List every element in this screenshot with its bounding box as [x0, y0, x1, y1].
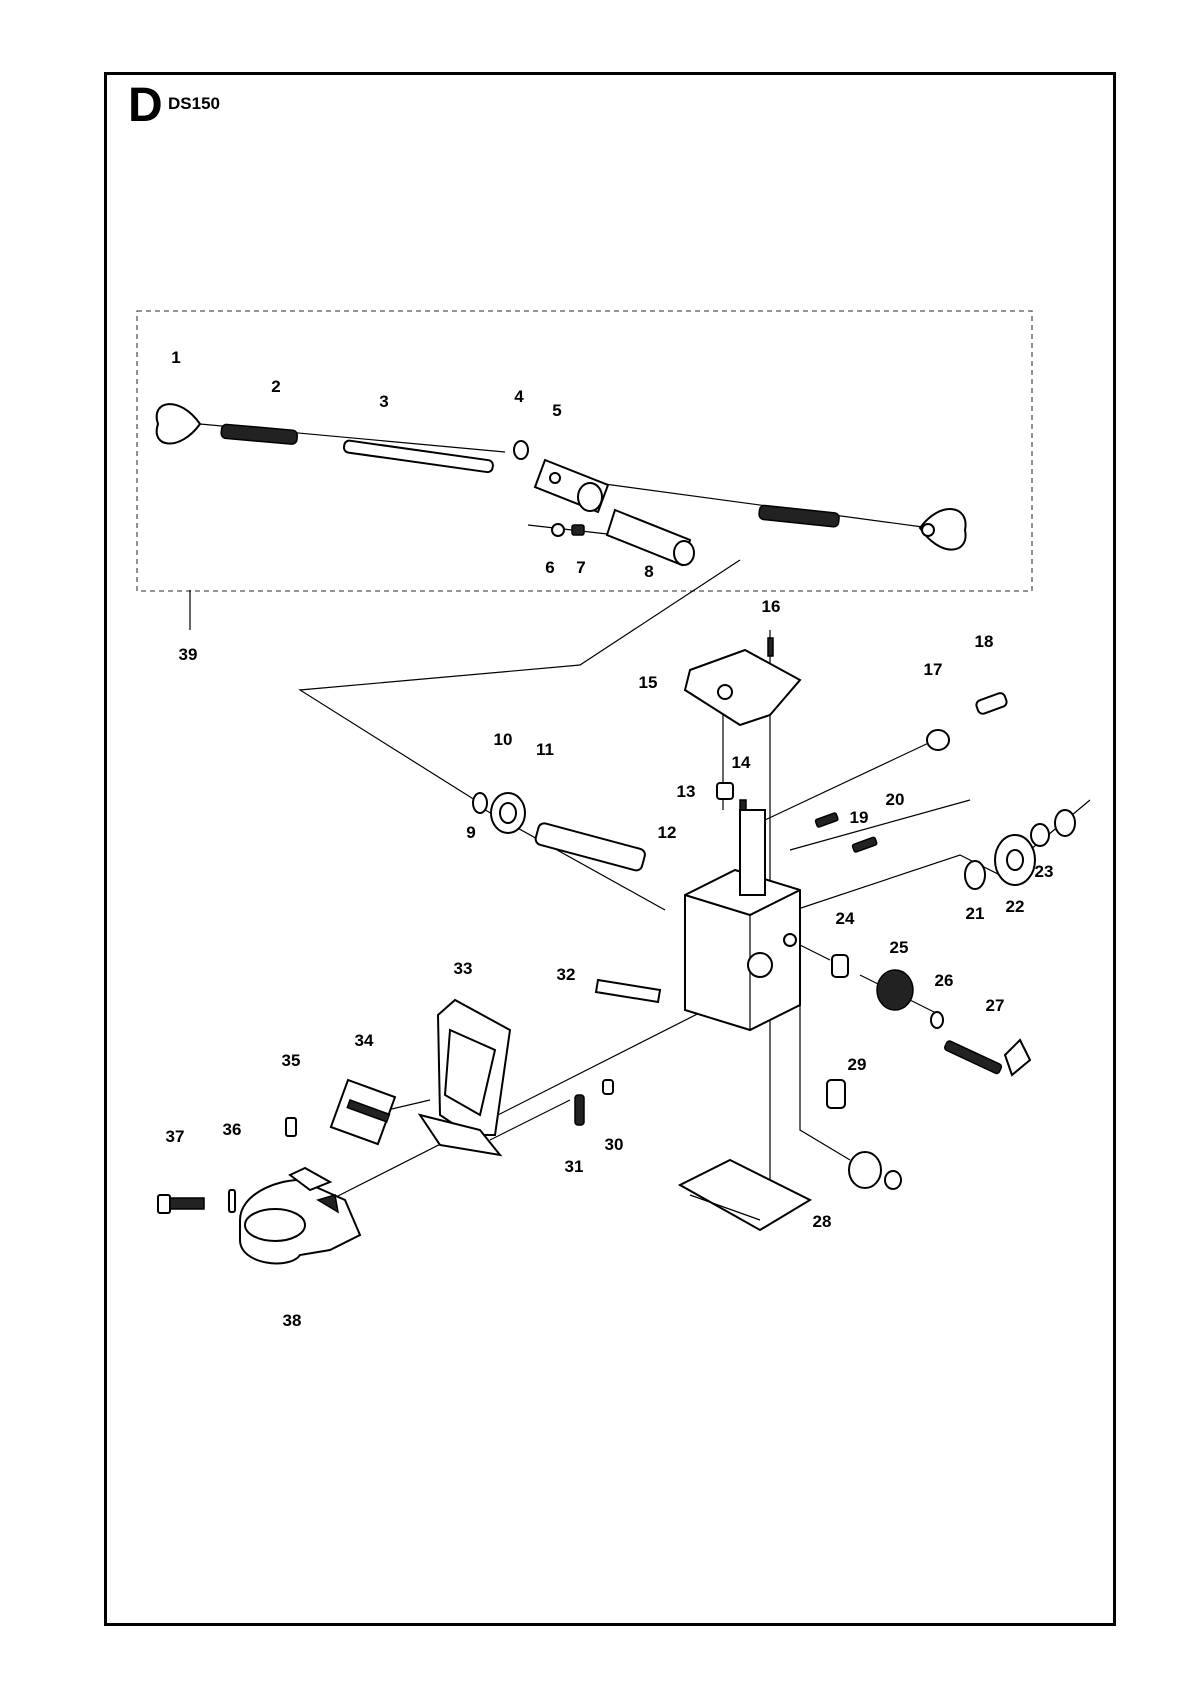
callout-34: 34 — [355, 1031, 374, 1050]
model-name: DS150 — [168, 94, 220, 113]
part-23-bearing — [1054, 809, 1076, 837]
callout-33: 33 — [454, 959, 473, 978]
part-28-base-plate — [677, 1158, 813, 1232]
part-bearing-lower — [848, 1151, 902, 1190]
callout-1: 1 — [171, 348, 180, 367]
part-10-bearing — [490, 792, 526, 834]
part-36-ring — [228, 1189, 236, 1213]
part-6-nut — [551, 523, 565, 537]
part-21-bearing — [964, 860, 986, 890]
callout-39: 39 — [179, 645, 198, 664]
part-29-pin — [826, 1079, 846, 1109]
part-11-shaft — [534, 822, 646, 872]
callout-10: 10 — [494, 730, 513, 749]
callout-24: 24 — [836, 909, 855, 928]
part-27-wing-screw — [944, 1038, 1032, 1077]
callout-labels: 1 2 3 4 5 6 7 8 9 10 11 12 13 14 15 16 1… — [166, 348, 1054, 1330]
part-7-set-screw — [571, 524, 585, 536]
part-13-bushing — [716, 782, 734, 800]
part-19-screw — [814, 812, 839, 828]
callout-36: 36 — [223, 1120, 242, 1139]
section-letter: D — [128, 79, 163, 132]
part-16-screw — [767, 637, 774, 657]
callout-38: 38 — [283, 1311, 302, 1330]
callout-7: 7 — [576, 558, 585, 577]
page-frame — [104, 72, 1116, 1626]
callout-29: 29 — [848, 1055, 867, 1074]
callout-23: 23 — [1035, 862, 1054, 881]
part-32-key — [594, 978, 662, 1004]
part-33-bracket — [417, 998, 512, 1157]
part-30-pin — [602, 1079, 614, 1095]
callout-9: 9 — [466, 823, 475, 842]
part-1-knob-right — [918, 508, 967, 551]
callout-32: 32 — [557, 965, 576, 984]
part-17-spacer — [926, 729, 950, 751]
callout-18: 18 — [975, 632, 994, 651]
callout-14: 14 — [732, 753, 751, 772]
part-25-knob — [876, 969, 914, 1011]
part-23-washer — [1030, 823, 1050, 847]
part-8-sleeve — [605, 508, 695, 567]
callout-11: 11 — [536, 740, 554, 759]
assembly-39-box — [136, 310, 1033, 592]
callout-27: 27 — [986, 996, 1005, 1015]
callout-25: 25 — [890, 938, 909, 957]
part-9-ring — [472, 792, 488, 814]
callout-3: 3 — [379, 392, 388, 411]
part-3-rod — [342, 439, 494, 474]
callout-30: 30 — [605, 1135, 624, 1154]
callout-12: 12 — [658, 823, 677, 842]
callout-22: 22 — [1006, 897, 1025, 916]
part-37-bolt — [157, 1194, 205, 1214]
callout-4: 4 — [514, 387, 524, 406]
callout-31: 31 — [565, 1157, 584, 1176]
part-34-label — [329, 1078, 397, 1146]
part-5-tube — [533, 458, 610, 514]
part-2-spring-right — [758, 504, 840, 528]
callout-13: 13 — [677, 782, 696, 801]
part-12-main-block — [684, 809, 801, 1032]
callout-28: 28 — [813, 1212, 832, 1231]
callout-37: 37 — [166, 1127, 185, 1146]
callout-16: 16 — [762, 597, 781, 616]
callout-2: 2 — [271, 377, 280, 396]
callout-20: 20 — [886, 790, 905, 809]
part-31-spring — [574, 1094, 585, 1126]
part-35-pin — [285, 1117, 297, 1137]
part-4-nut — [513, 440, 529, 460]
callout-17: 17 — [924, 660, 943, 679]
part-15-top-cover — [683, 648, 802, 727]
callout-19: 19 — [850, 808, 869, 827]
part-38-clamp — [239, 1166, 362, 1265]
part-26-nut — [930, 1011, 944, 1029]
callout-5: 5 — [552, 401, 561, 420]
callout-6: 6 — [545, 558, 554, 577]
part-24-bushing — [831, 954, 849, 978]
callout-8: 8 — [644, 562, 653, 581]
part-1-knob — [155, 403, 202, 445]
part-20-screw — [851, 836, 878, 853]
callout-26: 26 — [935, 971, 954, 990]
part-18-bolt — [975, 692, 1008, 715]
callout-21: 21 — [966, 904, 985, 923]
part-2-spring — [220, 423, 299, 445]
callout-15: 15 — [639, 673, 658, 692]
callout-35: 35 — [282, 1051, 301, 1070]
part-22-flange — [994, 834, 1036, 886]
